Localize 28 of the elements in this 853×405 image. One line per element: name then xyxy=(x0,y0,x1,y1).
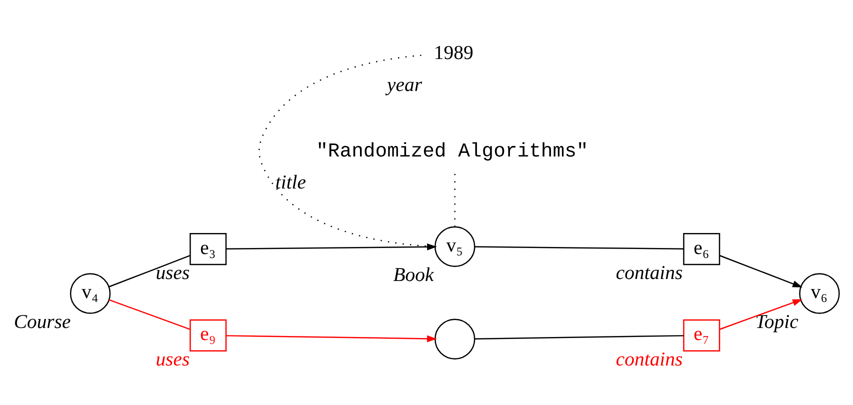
node-label: Course xyxy=(14,310,71,333)
node-circle: v₆ xyxy=(799,273,840,314)
node-box: e₇ xyxy=(683,319,720,352)
node-label: year xyxy=(387,74,422,96)
node-label: Book xyxy=(393,264,434,286)
node-label: uses xyxy=(156,348,190,370)
node-box: e₃ xyxy=(190,233,227,266)
node-label: contains xyxy=(616,348,683,370)
connector xyxy=(108,299,190,330)
node-box: e₉ xyxy=(190,319,227,352)
node-text: 1989 xyxy=(434,42,474,64)
connector xyxy=(258,54,435,248)
connector xyxy=(474,246,684,250)
node-text: "Randomized Algorithms" xyxy=(316,140,588,162)
node-box: e₆ xyxy=(683,233,720,266)
node-label: contains xyxy=(616,262,683,284)
arrow xyxy=(720,255,802,288)
node-circle xyxy=(434,318,476,360)
arrow xyxy=(720,299,802,330)
node-circle: v₄ xyxy=(70,273,111,314)
arrow xyxy=(226,243,437,250)
node-label: uses xyxy=(156,262,190,284)
node-label: title xyxy=(275,171,306,194)
connector xyxy=(474,335,684,340)
node-circle: v₅ xyxy=(434,226,476,267)
node-label: Topic xyxy=(755,310,798,333)
connector xyxy=(108,255,190,288)
arrow xyxy=(226,335,437,342)
